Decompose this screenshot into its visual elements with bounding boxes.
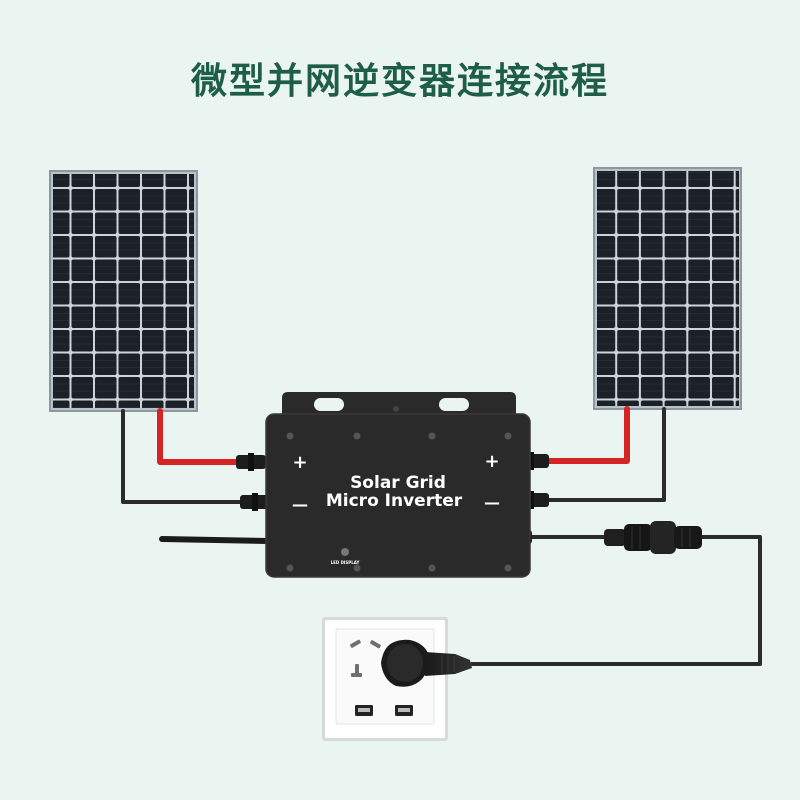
left-negative-cable [121, 409, 247, 504]
left-minus-symbol: — [292, 495, 308, 514]
right-minus-symbol: — [484, 493, 500, 512]
right-negative-cable [546, 407, 666, 502]
usb-port-right-icon [395, 705, 413, 716]
wall-socket [322, 617, 472, 741]
ac-grid-cable [470, 535, 762, 666]
status-led [393, 406, 399, 412]
page-title: 微型并网逆变器连接流程 [190, 61, 609, 102]
micro-inverter: Solar Grid Micro Inverter + + — — LED DI… [265, 392, 531, 578]
right-solar-panel [593, 167, 742, 410]
cables [121, 406, 762, 666]
left-solar-panel [49, 170, 198, 412]
ac-waterproof-connector [604, 521, 702, 554]
left-positive-cable [157, 408, 243, 465]
right-plus-symbol: + [484, 451, 499, 472]
inverter-label-line2: Micro Inverter [326, 491, 463, 511]
right-positive-cable [545, 406, 630, 464]
left-plus-symbol: + [292, 452, 307, 473]
inverter-label-line1: Solar Grid [350, 473, 446, 493]
power-plug-icon [381, 639, 472, 687]
led-display-label: LED DISPLAY [331, 560, 360, 565]
usb-port-left-icon [355, 705, 373, 716]
antenna [159, 536, 271, 544]
led-display-icon [341, 548, 349, 556]
